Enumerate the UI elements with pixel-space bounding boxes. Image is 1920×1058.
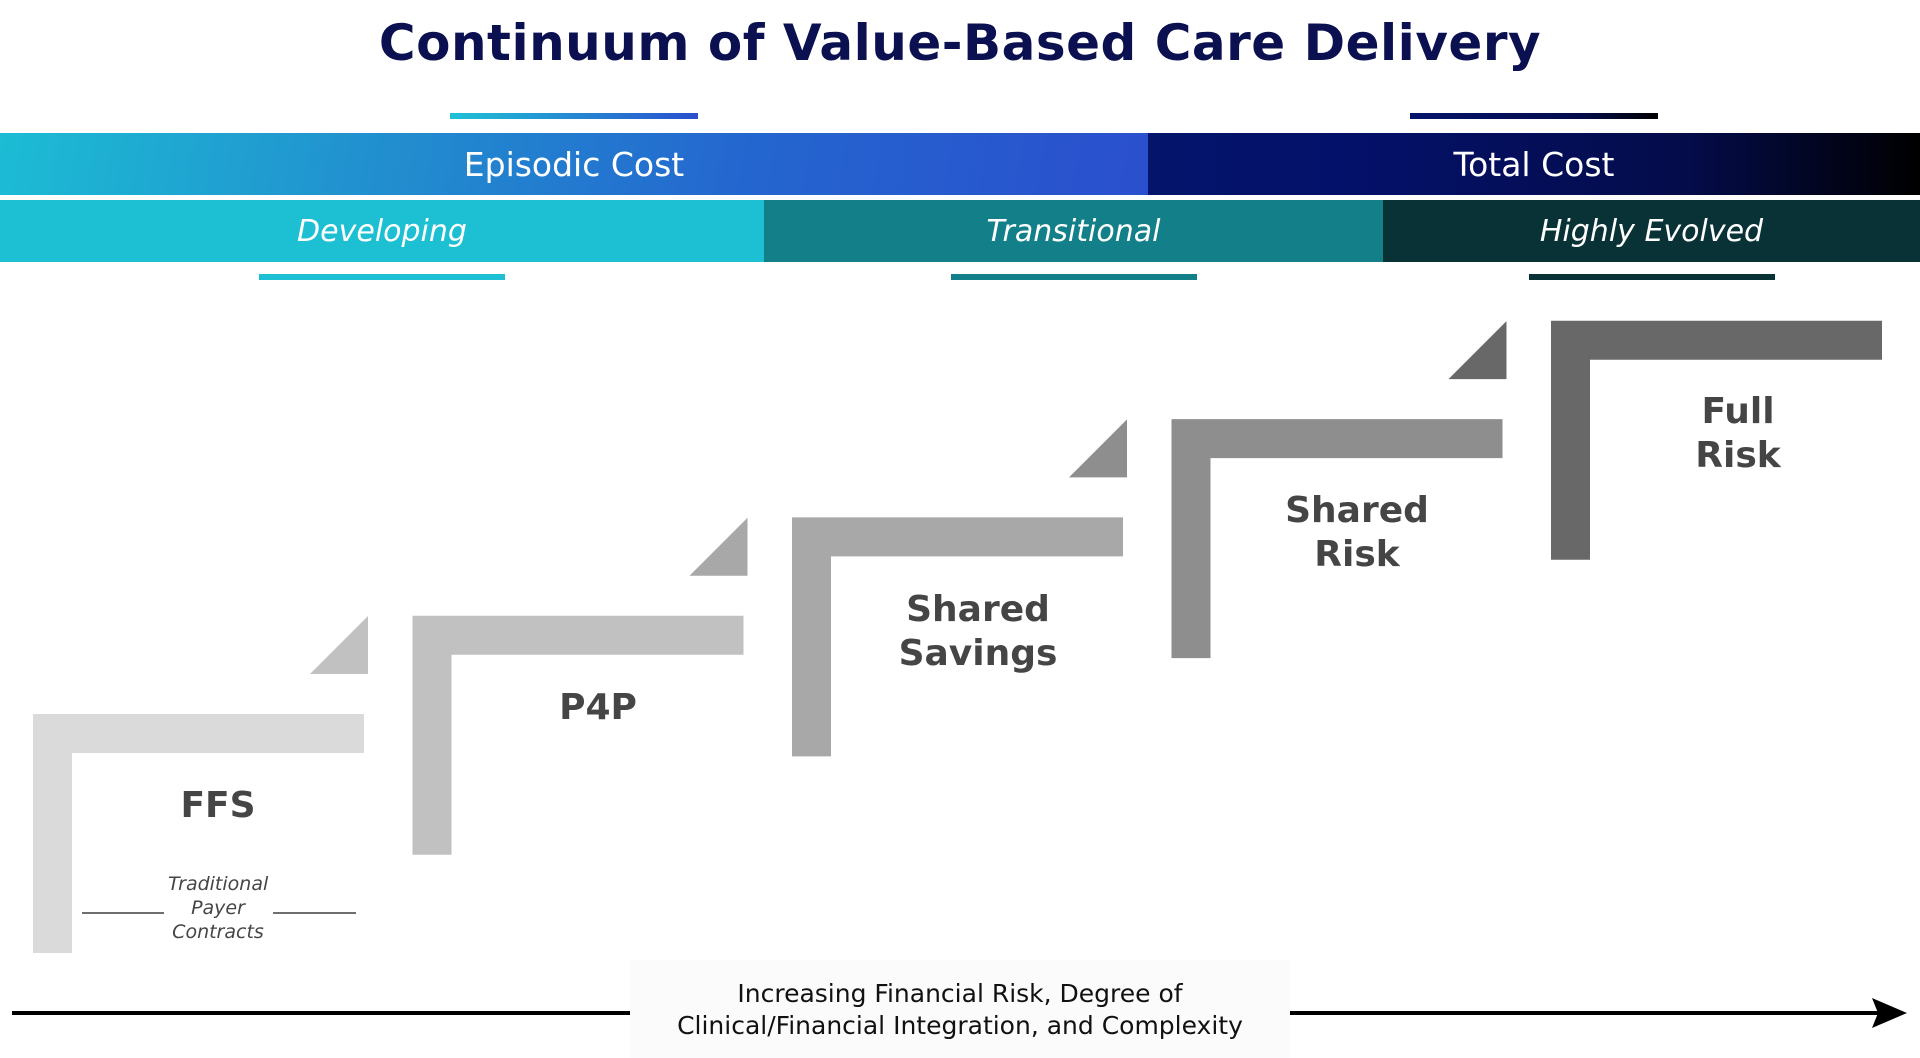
shared-risk-line-2: Risk xyxy=(1314,534,1400,575)
step-label-ffs: FFS xyxy=(180,785,256,826)
arrowhead-icon xyxy=(1872,998,1907,1028)
axis-caption-line-1: Increasing Financial Risk, Degree of xyxy=(737,979,1183,1008)
full-risk-line-1: Full xyxy=(1701,391,1775,432)
episodic-cost-band: Episodic Cost xyxy=(0,133,1148,195)
step-bracket-p4p xyxy=(412,615,744,855)
step-bracket-shared-risk xyxy=(1171,419,1503,659)
shared-savings-line-2: Savings xyxy=(898,633,1058,674)
developing-band: Developing xyxy=(0,200,764,262)
episodic-cost-label: Episodic Cost xyxy=(463,144,685,184)
full-risk-line-2: Risk xyxy=(1695,435,1781,476)
step-corner-triangle-icon xyxy=(1448,321,1507,380)
step-corner-triangle-icon xyxy=(1069,419,1127,478)
axis-caption: Increasing Financial Risk, Degree of Cli… xyxy=(630,978,1290,1042)
shared-savings-line-1: Shared xyxy=(906,589,1050,630)
transitional-label: Transitional xyxy=(986,213,1161,249)
developing-label: Developing xyxy=(297,213,467,249)
step-corner-triangle-icon xyxy=(310,616,368,674)
transitional-accent-line xyxy=(951,274,1197,280)
diagram-title: Continuum of Value-Based Care Delivery xyxy=(378,14,1542,72)
step-bracket-ffs xyxy=(33,714,364,953)
highly-evolved-label: Highly Evolved xyxy=(1539,213,1764,249)
highly-evolved-accent-line xyxy=(1529,274,1775,280)
step-corner-triangle-icon xyxy=(689,517,748,576)
ffs-sublabel-rule-left xyxy=(82,912,164,914)
axis-caption-box xyxy=(630,960,1290,1058)
episodic-cost-accent-line xyxy=(450,113,698,119)
ffs-sublabel-rule-right xyxy=(273,912,356,914)
step-bracket-shared-savings xyxy=(792,517,1123,757)
developing-accent-line xyxy=(259,274,505,280)
total-cost-band: Total Cost xyxy=(1148,133,1920,195)
total-cost-accent-line xyxy=(1410,113,1658,119)
axis-caption-line-2: Clinical/Financial Integration, and Comp… xyxy=(677,1011,1243,1040)
step-label-full-risk: Full Risk xyxy=(1588,390,1888,478)
total-cost-label: Total Cost xyxy=(1453,144,1615,184)
highly-evolved-band: Highly Evolved xyxy=(1383,200,1920,262)
transitional-band: Transitional xyxy=(764,200,1383,262)
ffs-sublabel: Traditional Payer Contracts xyxy=(168,873,269,943)
shared-risk-line-1: Shared xyxy=(1285,490,1429,531)
step-bracket-full-risk xyxy=(1551,320,1882,560)
step-label-shared-risk: Shared Risk xyxy=(1207,489,1507,577)
step-label-shared-savings: Shared Savings xyxy=(828,588,1128,676)
step-label-p4p: P4P xyxy=(559,687,637,728)
